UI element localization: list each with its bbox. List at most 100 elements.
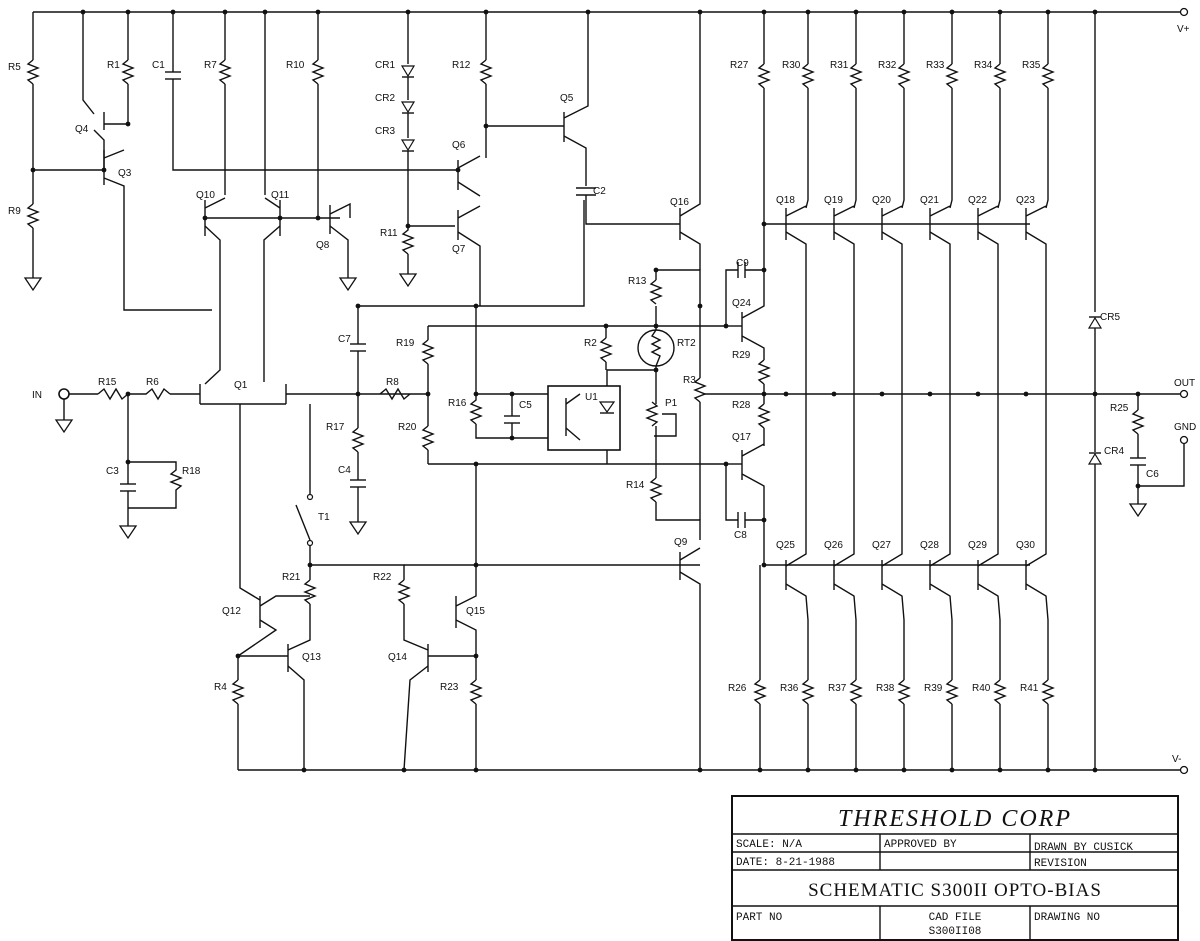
label-r30: R30	[782, 60, 801, 71]
label-r34: R34	[974, 60, 993, 71]
label-r2: R2	[584, 338, 597, 349]
label-q20: Q20	[872, 195, 891, 206]
in-label: IN	[32, 390, 42, 401]
label-q8: Q8	[316, 240, 330, 251]
label-q30: Q30	[1016, 540, 1035, 551]
date-field: DATE: 8-21-1988	[736, 857, 835, 869]
label-r36: R36	[780, 683, 799, 694]
label-r6-input: R6	[146, 377, 159, 388]
label-r29: R29	[732, 350, 751, 361]
label-q11: Q11	[271, 190, 290, 201]
label-r17: R17	[326, 422, 345, 433]
label-r35: R35	[1022, 60, 1041, 71]
label-r22: R22	[373, 572, 392, 583]
label-r10: R10	[286, 60, 305, 71]
label-r25: R25	[1110, 403, 1129, 414]
label-q14: Q14	[388, 652, 407, 663]
label-q19: Q19	[824, 195, 843, 206]
label-q6: Q6	[452, 140, 466, 151]
label-r33: R33	[926, 60, 945, 71]
output-stage-wiring	[725, 12, 1148, 770]
part-no-field: PART NO	[736, 912, 783, 924]
label-r19: R19	[396, 338, 415, 349]
label-r8: R8	[386, 377, 399, 388]
label-u1: U1	[585, 392, 598, 403]
label-q5: Q5	[560, 93, 574, 104]
label-c3: C3	[106, 466, 119, 477]
label-r37: R37	[828, 683, 847, 694]
label-r20: R20	[398, 422, 417, 433]
label-q24: Q24	[732, 298, 751, 309]
label-q26: Q26	[824, 540, 843, 551]
gnd-label: GND	[1174, 422, 1196, 433]
output-stage-labels: R30Q18Q25R36R31Q19Q26R37R32Q20Q27R38R33Q…	[776, 60, 1041, 694]
label-cr5: CR5	[1100, 312, 1120, 323]
label-q3: Q3	[118, 168, 132, 179]
out-label: OUT	[1174, 378, 1195, 389]
label-r12: R12	[452, 60, 471, 71]
label-r7: R7	[204, 60, 217, 71]
label-q4: Q4	[75, 124, 89, 135]
label-r41: R41	[1020, 683, 1039, 694]
label-r23: R23	[440, 682, 459, 693]
label-r13: R13	[628, 276, 647, 287]
label-q9: Q9	[674, 537, 688, 548]
label-r1: R1	[107, 60, 120, 71]
label-r9: R9	[8, 206, 21, 217]
label-r26: R26	[728, 683, 747, 694]
vminus-rail	[238, 765, 1189, 775]
label-r15: R15	[98, 377, 117, 388]
label-r31: R31	[830, 60, 849, 71]
label-cr4: CR4	[1104, 446, 1124, 457]
bias-network-wiring	[599, 12, 707, 770]
label-r3: R3	[683, 375, 696, 386]
label-r14: R14	[626, 480, 645, 491]
label-rt2: RT2	[677, 338, 696, 349]
label-q21: Q21	[920, 195, 939, 206]
upper-output-transistors	[785, 12, 1055, 394]
label-c2: C2	[593, 186, 606, 197]
label-q18: Q18	[776, 195, 795, 206]
label-r38: R38	[876, 683, 895, 694]
label-c1: C1	[152, 60, 165, 71]
lower-output-transistors	[785, 394, 1055, 770]
label-q15: Q15	[466, 606, 485, 617]
label-q7: Q7	[452, 244, 466, 255]
opto-coupler-u1	[547, 369, 654, 464]
company-name: THRESHOLD CORP	[838, 806, 1072, 832]
label-r32: R32	[878, 60, 897, 71]
label-q10: Q10	[196, 190, 215, 201]
label-c5: C5	[519, 400, 532, 411]
label-t1: T1	[318, 512, 330, 523]
label-r21: R21	[282, 572, 301, 583]
vplus-label: V+	[1177, 24, 1190, 35]
label-q22: Q22	[968, 195, 987, 206]
label-r40: R40	[972, 683, 991, 694]
label-q29: Q29	[968, 540, 987, 551]
revision-field: REVISION	[1034, 858, 1087, 870]
label-r28: R28	[732, 400, 751, 411]
label-cr3: CR3	[375, 126, 395, 137]
label-q23: Q23	[1016, 195, 1035, 206]
gnd-terminal	[1138, 435, 1189, 487]
label-q13: Q13	[302, 652, 321, 663]
vplus-rail	[33, 7, 1189, 17]
scale-field: SCALE: N/A	[736, 839, 802, 851]
label-c8: C8	[734, 530, 747, 541]
label-r4: R4	[214, 682, 227, 693]
label-q16: Q16	[670, 197, 689, 208]
label-q1: Q1	[234, 380, 248, 391]
left-stage-wiring	[23, 12, 700, 771]
label-c4: C4	[338, 465, 351, 476]
label-c6: C6	[1146, 469, 1159, 480]
title-block	[731, 795, 1179, 941]
label-c7: C7	[338, 334, 351, 345]
label-cr2: CR2	[375, 93, 395, 104]
label-c9: C9	[736, 258, 749, 269]
junction-dots	[30, 9, 1141, 773]
label-r11: R11	[380, 228, 398, 239]
input-terminal	[54, 388, 98, 434]
drawing-no-field: DRAWING NO	[1034, 912, 1100, 924]
drawn-by-field: DRAWN BY CUSICK	[1034, 842, 1133, 854]
